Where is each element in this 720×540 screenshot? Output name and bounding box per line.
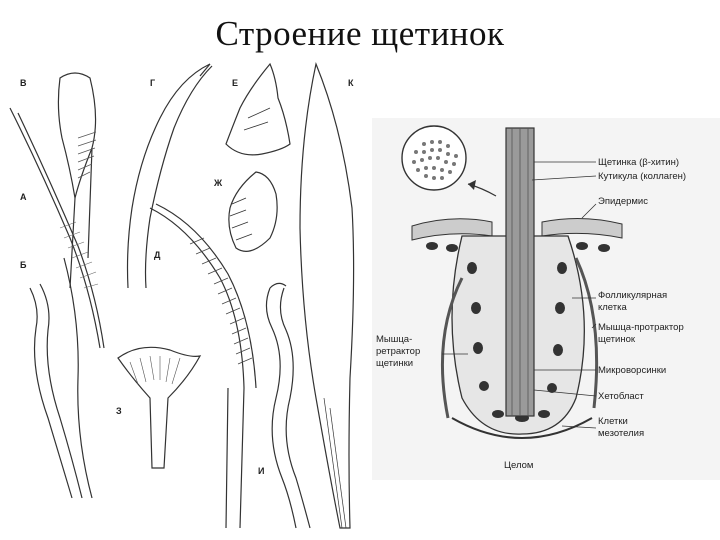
chaeta-k [299, 61, 355, 529]
chaeta-e [225, 62, 291, 156]
label-k: К [348, 78, 354, 88]
label-coelom: Целом [504, 460, 533, 471]
chaeta-cross-section [401, 125, 467, 191]
page-title: Строение щетинок [215, 14, 505, 53]
label-g: Г [150, 78, 155, 88]
label-protractor-1: Мышца-протрактор [598, 322, 684, 333]
label-retractor-2: ретрактор [376, 346, 420, 357]
label-mesothelium-2: мезотелия [598, 428, 644, 439]
label-chaeta: Щетинка (β-хитин) [598, 157, 679, 168]
chaeta-v [57, 72, 97, 199]
label-cuticle: Кутикула (коллаген) [598, 171, 686, 182]
label-follicle-1: Фолликулярная [598, 290, 667, 301]
label-mesothelium-1: Клетки [598, 416, 628, 427]
chaeta-a [9, 107, 101, 349]
label-zh: Ж [213, 178, 223, 188]
label-retractor-3: щетинки [376, 358, 413, 369]
label-v: В [20, 78, 27, 88]
chaeta-d [149, 207, 245, 389]
label-protractor-2: щетинок [598, 334, 636, 345]
label-chaetoblast: Хетобласт [598, 391, 644, 402]
label-e: Е [232, 78, 238, 88]
label-d: Д [154, 250, 161, 260]
label-z: З [116, 406, 122, 416]
label-epidermis: Эпидермис [598, 196, 648, 207]
chaeta-zh [228, 171, 278, 252]
chaeta-i [265, 287, 297, 529]
label-microvilli: Микроворсинки [598, 365, 666, 376]
label-follicle-2: клетка [598, 302, 627, 313]
chaetae-types-figure: В Г Е К А Ж Б Д З И [9, 61, 355, 529]
label-b: Б [20, 260, 27, 270]
follicle-diagram: Щетинка (β-хитин) Кутикула (коллаген) Эп… [372, 118, 720, 480]
chaeta-z [117, 346, 202, 469]
chaeta-b [29, 287, 73, 499]
label-i: И [258, 466, 264, 476]
label-retractor-1: Мышца- [376, 334, 412, 345]
chaeta-g [126, 63, 211, 289]
label-a: А [20, 192, 27, 202]
